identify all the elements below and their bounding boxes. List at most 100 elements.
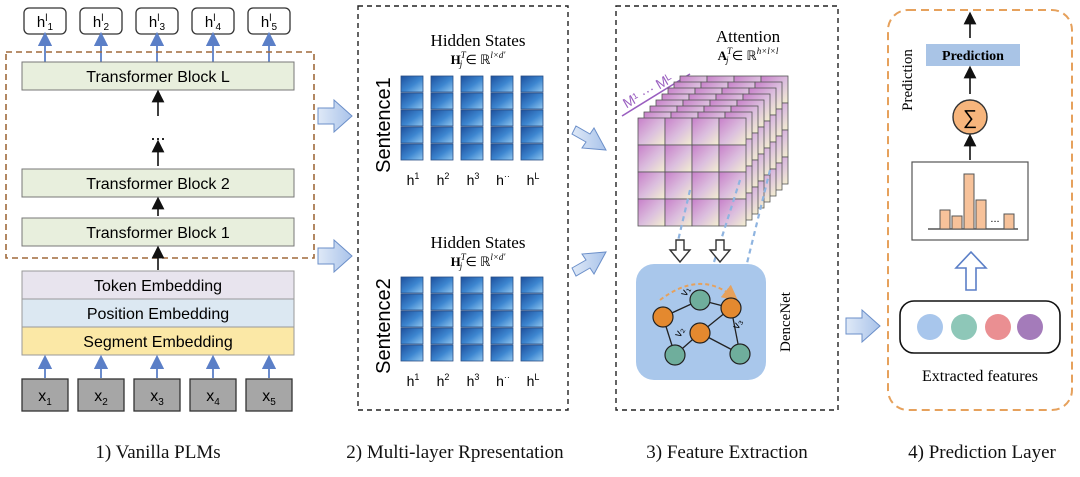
hidden-state-cell (430, 327, 454, 345)
feature-bars (939, 173, 1015, 230)
flow-arrow-icon (571, 125, 607, 151)
column-label: h1 (407, 171, 420, 188)
hidden-state-cell (490, 126, 514, 144)
svg-text:x5: x5 (262, 388, 276, 408)
attention-cell (718, 171, 747, 200)
attention-cell (691, 117, 720, 146)
hidden-state-cell (460, 75, 484, 93)
hidden-state-cell (520, 143, 544, 161)
attention-cell (664, 144, 693, 173)
graph-node (689, 322, 711, 344)
hidden-state-cell (490, 327, 514, 345)
svg-text:Prediction: Prediction (942, 49, 1004, 64)
svg-text:∑: ∑ (963, 107, 977, 129)
svg-text:Position Embedding: Position Embedding (87, 306, 229, 323)
column-label: h3 (467, 171, 480, 188)
transformer-block-1: Transformer Block 1 (21, 217, 295, 247)
hidden-state-cell (430, 143, 454, 161)
transformer-block-l: Transformer Block L (21, 61, 295, 91)
sum-icon: ∑ (952, 99, 988, 135)
attention-cell (718, 198, 747, 227)
stack-ellipsis: ... (150, 124, 165, 144)
svg-text:Transformer Block 2: Transformer Block 2 (86, 176, 230, 193)
hidden-state-cell (460, 293, 484, 311)
flow-arrow-icon (571, 251, 607, 277)
graph-node (729, 343, 751, 365)
svg-text:hl2: hl2 (93, 13, 110, 33)
hidden-state-cell (520, 75, 544, 93)
attention-cube (637, 75, 789, 227)
hidden-state-cell (490, 109, 514, 127)
svg-text:hl1: hl1 (37, 13, 54, 33)
hidden-state-cell (520, 327, 544, 345)
hidden-states-title: Hidden States (431, 233, 526, 252)
flow-arrow-icon (845, 308, 881, 344)
hidden-states-title: Hidden States (431, 31, 526, 50)
prediction-box: Prediction (926, 44, 1020, 66)
extracted-features-box (899, 300, 1061, 354)
svg-text:Segment Embedding: Segment Embedding (83, 334, 232, 351)
input-token: x3 (133, 378, 181, 412)
hidden-state-cell (460, 327, 484, 345)
hidden-state-cell (400, 75, 424, 93)
graph-node (652, 306, 674, 328)
attention-cell (718, 144, 747, 173)
hidden-state-cell (460, 310, 484, 328)
hidden-state-cell (400, 92, 424, 110)
token-embedding: Token Embedding (21, 270, 295, 300)
input-token: x4 (189, 378, 237, 412)
down-arrow-icon (708, 239, 732, 264)
attention-cell (637, 171, 666, 200)
output-arrows (37, 31, 277, 62)
hidden-state-cell (430, 293, 454, 311)
hidden-state-cell (520, 126, 544, 144)
column-label: h2 (437, 171, 450, 188)
svg-text:Transformer Block 1: Transformer Block 1 (86, 225, 230, 242)
feature-bar (1003, 213, 1015, 230)
caption-multilayer-representation: 2) Multi-layer Rpresentation (346, 442, 564, 463)
panel4-frame (887, 9, 1073, 411)
input-tokens: x1 x2 x3 x4 x5 (21, 378, 293, 412)
hidden-state-labels: h1 h2 h3 h·· hL (407, 171, 540, 188)
column-label: h2 (437, 372, 450, 389)
panel-prediction-layer: Prediction Prediction ∑ ... (887, 9, 1073, 463)
hidden-state-cell (520, 92, 544, 110)
hidden-state-cell (400, 293, 424, 311)
graph-nodes (652, 289, 751, 366)
hidden-state-cell (520, 344, 544, 362)
svg-text:x4: x4 (206, 388, 220, 408)
feature-bar (963, 173, 975, 230)
hidden-state-labels: h1 h2 h3 h·· hL (407, 372, 540, 389)
sentence2-label: Sentence2 (373, 278, 395, 374)
feature-circle (1017, 314, 1043, 340)
segment-embedding: Segment Embedding (21, 326, 295, 356)
column-label: hL (527, 171, 540, 188)
graph-node (720, 297, 742, 319)
hidden-state-cell (520, 310, 544, 328)
hidden-state-cell (430, 310, 454, 328)
caption-prediction-layer: 4) Prediction Layer (908, 442, 1056, 463)
attention-cell (691, 198, 720, 227)
attention-cell (637, 198, 666, 227)
attention-cell (691, 144, 720, 173)
panel3-frame (615, 5, 839, 411)
panel2-frame (357, 5, 569, 411)
input-token: x5 (245, 378, 293, 412)
attention-cell (637, 144, 666, 173)
column-label: h·· (496, 171, 510, 188)
hidden-state-cell (460, 276, 484, 294)
position-embedding: Position Embedding (21, 298, 295, 328)
hidden-state-cell (430, 75, 454, 93)
output-tokens: hl1 hl2 hl3 hl4 hl5 (23, 7, 291, 35)
prediction-axis-label: Prediction (900, 49, 916, 111)
hidden-state-cell (520, 109, 544, 127)
down-arrow-icon (668, 239, 692, 264)
column-label: h3 (467, 372, 480, 389)
hidden-state-cell (460, 126, 484, 144)
hidden-state-cell (460, 143, 484, 161)
input-arrows (37, 354, 277, 378)
